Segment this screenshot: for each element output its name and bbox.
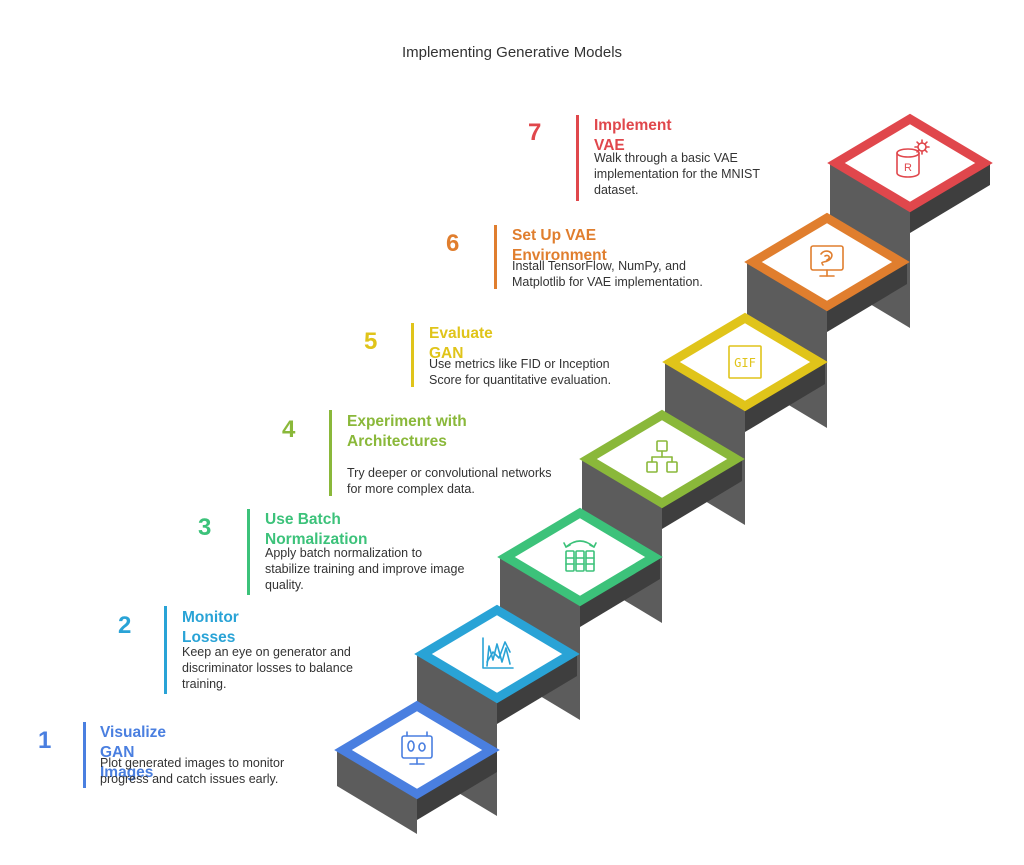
svg-text:GIF: GIF <box>734 356 756 370</box>
step-divider <box>411 323 414 387</box>
hierarchy-icon <box>646 440 678 473</box>
step-title: Experiment with Architectures <box>347 413 467 450</box>
step-title: Monitor Losses <box>182 609 239 646</box>
step-divider <box>164 606 167 694</box>
monitor-bacteria-icon <box>401 731 433 765</box>
stair-step-3 <box>497 507 663 720</box>
step-number: 2 <box>118 612 132 639</box>
step-number: 5 <box>364 328 378 355</box>
svg-text:R: R <box>904 162 912 174</box>
line-chart-icon <box>482 637 514 669</box>
step-number: 4 <box>282 416 296 443</box>
step-divider <box>494 225 497 289</box>
step-number: 7 <box>528 119 542 146</box>
step-title: Use Batch Normalization <box>265 511 368 548</box>
step-description: Keep an eye on generator and discriminat… <box>182 645 353 691</box>
data-columns-swap-icon <box>563 540 597 572</box>
step-number: 3 <box>198 514 212 541</box>
step-divider <box>576 115 579 201</box>
step-title: Evaluate GAN <box>429 325 493 362</box>
step-divider <box>247 509 250 595</box>
step-description: Install TensorFlow, NumPy, and Matplotli… <box>512 259 703 289</box>
stair-step-1 <box>334 700 500 834</box>
step-number: 6 <box>446 230 460 257</box>
diagram-title: Implementing Generative Models <box>401 44 623 61</box>
gif-icon: GIF <box>728 345 762 379</box>
step-description: Walk through a basic VAE implementation … <box>594 151 760 197</box>
step-title: Set Up VAE Environment <box>512 227 607 264</box>
step-description: Try deeper or convolutional networks for… <box>347 466 552 496</box>
swirl-display-icon <box>810 245 844 277</box>
r-database-gear-icon: R <box>896 139 930 178</box>
step-divider <box>329 410 332 496</box>
step-title: Implement VAE <box>594 117 672 154</box>
step-title: Visualize GAN Images <box>100 724 167 781</box>
step-divider <box>83 722 86 788</box>
step-description: Use metrics like FID or Inception Score … <box>429 357 612 387</box>
step-description: Plot generated images to monitor progres… <box>100 756 285 786</box>
step-description: Apply batch normalization to stabilize t… <box>265 546 465 592</box>
step-number: 1 <box>38 727 52 754</box>
